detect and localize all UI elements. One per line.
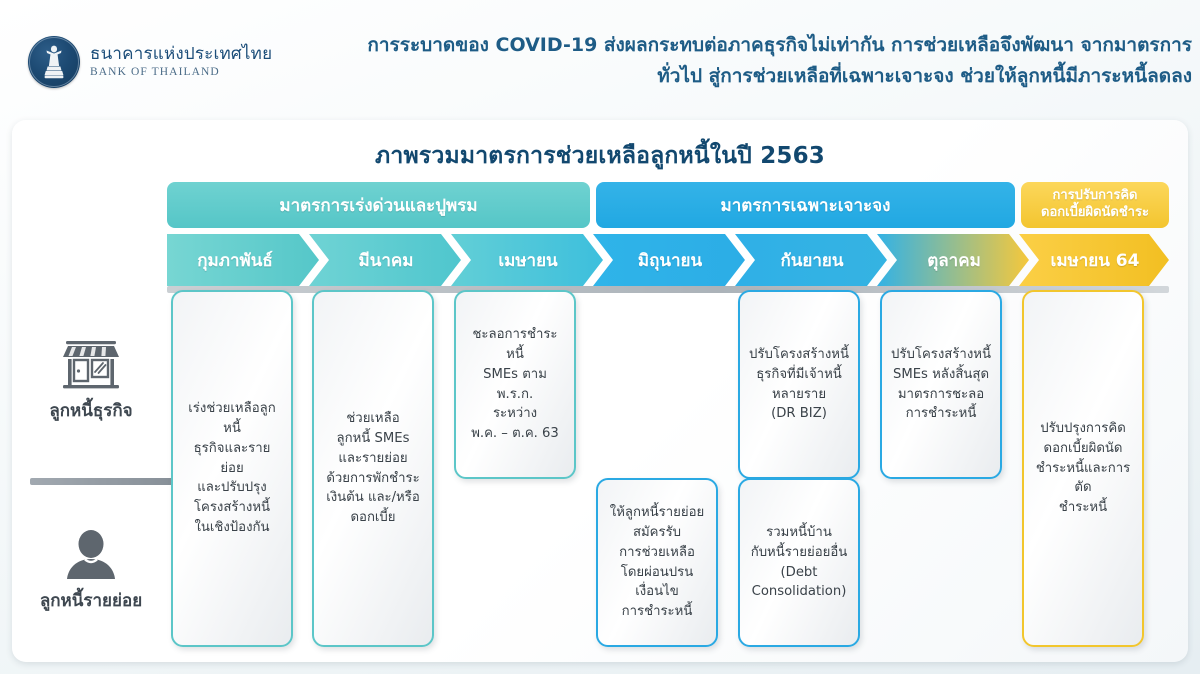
page-header: ธนาคารแห่งประเทศไทย BANK OF THAILAND การ… <box>0 0 1200 118</box>
bot-name-en: BANK OF THAILAND <box>90 65 220 78</box>
storefront-icon <box>63 341 119 389</box>
measure-card-7[interactable]: ปรับโครงสร้างหนี้SMEs หลังสิ้นสุดมาตรการ… <box>880 290 1002 479</box>
month-chevron-4[interactable]: มิถุนายน <box>593 234 745 286</box>
phase-banner-penalty-line2: ดอกเบี้ยผิดนัดชำระ <box>1041 205 1149 220</box>
month-chevron-6[interactable]: ตุลาคม <box>877 234 1029 286</box>
month-chevron-label: กุมภาพันธ์ <box>197 250 273 271</box>
measure-card-text: ปรับปรุงการคิดดอกเบี้ยผิดนัดชำระหนี้และก… <box>1035 421 1131 516</box>
measure-card-5[interactable]: ปรับโครงสร้างหนี้ธุรกิจที่มีเจ้าหนี้หลาย… <box>738 290 860 479</box>
timeline-shelf <box>167 286 1169 293</box>
phase-banner-urgent: มาตรการเร่งด่วนและปูพรม <box>167 182 590 228</box>
month-chevron-3[interactable]: เมษายน <box>451 234 603 286</box>
overview-panel: ภาพรวมมาตรการช่วยเหลือลูกหนี้ในปี 2563 ม… <box>12 120 1188 662</box>
month-chevron-label: มีนาคม <box>358 250 414 271</box>
phase-banner-penalty-line1: การปรับการคิด <box>1052 188 1138 204</box>
measure-card-text: เร่งช่วยเหลือลูกหนี้ธุรกิจและรายย่อยและป… <box>188 401 276 535</box>
row-divider <box>30 478 192 485</box>
month-chevron-group: กุมภาพันธ์ มีนาคม เมษายน มิถุนายน กันยายน ตุล… <box>12 234 1188 286</box>
phase-banner-penalty-interest: การปรับการคิด ดอกเบี้ยผิดนัดชำระ <box>1021 182 1169 228</box>
month-chevron-label: เมษายน 64 <box>1050 250 1140 271</box>
measure-card-1[interactable]: เร่งช่วยเหลือลูกหนี้ธุรกิจและรายย่อยและป… <box>171 290 293 647</box>
bot-name-th: ธนาคารแห่งประเทศไทย <box>90 44 273 65</box>
measure-card-8[interactable]: ปรับปรุงการคิดดอกเบี้ยผิดนัดชำระหนี้และก… <box>1022 290 1144 647</box>
measure-card-4[interactable]: ให้ลูกหนี้รายย่อยสมัครรับการช่วยเหลือโดย… <box>596 478 718 647</box>
month-chevron-1[interactable]: กุมภาพันธ์ <box>167 234 319 286</box>
row-label-retail-text: ลูกหนี้รายย่อย <box>39 591 143 611</box>
measure-card-text: ปรับโครงสร้างหนี้ธุรกิจที่มีเจ้าหนี้หลาย… <box>749 346 849 422</box>
bank-of-thailand-logo: ธนาคารแห่งประเทศไทย BANK OF THAILAND <box>28 36 272 88</box>
row-label-business: ลูกหนี้ธุรกิจ <box>16 338 166 424</box>
month-chevron-label: มิถุนายน <box>637 250 703 271</box>
month-chevron-2[interactable]: มีนาคม <box>309 234 461 286</box>
bot-logo-text: ธนาคารแห่งประเทศไทย BANK OF THAILAND <box>90 44 273 78</box>
month-chevron-5[interactable]: กันยายน <box>735 234 887 286</box>
measure-card-text: ชะลอการชำระหนี้SMEs ตาม พ.ร.ก.ระหว่างพ.ค… <box>471 327 559 442</box>
measure-card-3[interactable]: ชะลอการชำระหนี้SMEs ตาม พ.ร.ก.ระหว่างพ.ค… <box>454 290 576 479</box>
month-chevron-label: เมษายน <box>498 250 558 271</box>
measure-card-text: ให้ลูกหนี้รายย่อยสมัครรับการช่วยเหลือโดย… <box>609 505 705 620</box>
phase-banner-group: มาตรการเร่งด่วนและปูพรม มาตรการเฉพาะเจาะ… <box>12 182 1188 228</box>
person-icon <box>67 530 115 579</box>
month-chevron-label: ตุลาคม <box>927 250 981 271</box>
bot-seal-icon <box>28 36 80 88</box>
month-chevron-label: กันยายน <box>780 250 844 271</box>
page-title: ภาพรวมมาตรการช่วยเหลือลูกหนี้ในปี 2563 <box>374 143 826 169</box>
row-label-business-text: ลูกหนี้ธุรกิจ <box>49 401 133 421</box>
row-label-retail: ลูกหนี้รายย่อย <box>16 528 166 614</box>
measure-card-text: ปรับโครงสร้างหนี้SMEs หลังสิ้นสุดมาตรการ… <box>891 346 991 422</box>
header-headline: การระบาดของ COVID-19 ส่งผลกระทบต่อภาคธุร… <box>367 34 1192 87</box>
month-chevron-7[interactable]: เมษายน 64 <box>1019 234 1169 286</box>
phase-banner-targeted: มาตรการเฉพาะเจาะจง <box>596 182 1015 228</box>
